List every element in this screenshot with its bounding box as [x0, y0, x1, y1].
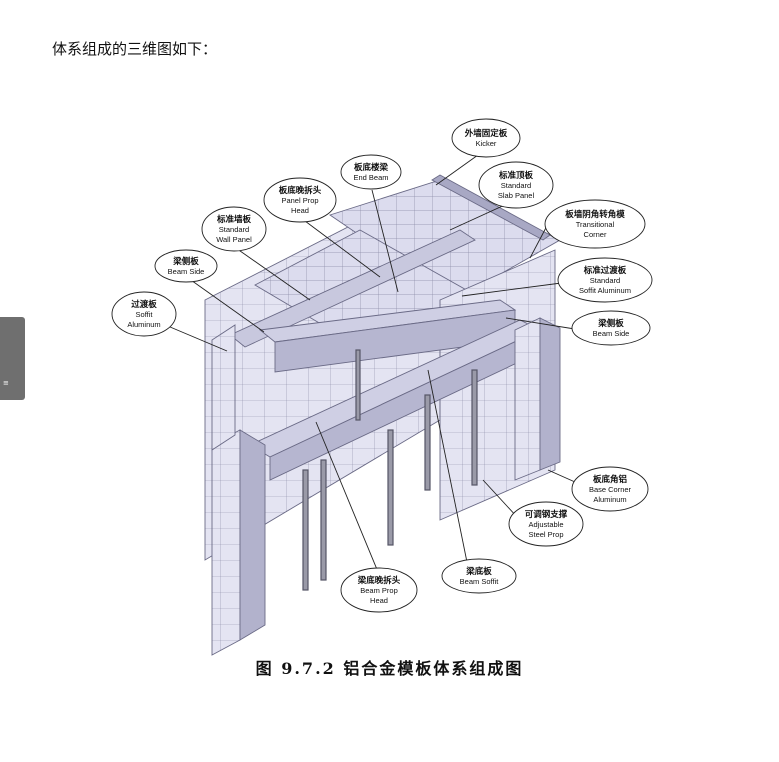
callout-bubble [478, 161, 554, 209]
prop [387, 429, 394, 546]
callout-label-en: Soffit [136, 310, 154, 319]
callout-label-zh: 板底楼梁 [354, 162, 389, 173]
callout-bubble [451, 118, 521, 158]
callout-label-zh: 板底晚拆头 [279, 185, 322, 196]
figure-caption: 图 9.7.2 铝合金模板体系组成图 [255, 659, 524, 678]
callout-label-en: Adjustable [528, 520, 563, 529]
callout-bubble [571, 466, 649, 512]
left-column-side [239, 429, 266, 641]
callout-label-zh: 标准顶板 [498, 170, 534, 181]
callout-label-en: Head [291, 206, 309, 215]
prop [471, 369, 478, 486]
callout-label-en: Soffit Aluminum [579, 286, 631, 295]
callout-label-zh: 可调钢支撑 [525, 509, 568, 520]
prop [424, 394, 431, 491]
end-beam-top [229, 229, 476, 348]
left-column-back [211, 324, 236, 451]
prop [355, 349, 361, 421]
callout-label-en: Standard [501, 181, 531, 190]
callout-label-en: Steel Prop [528, 530, 563, 539]
prop [302, 469, 309, 591]
callout-label-en: Base Corner [589, 485, 632, 494]
callout-label-en: Transitional [576, 220, 615, 229]
right-column-side [539, 317, 561, 471]
callout-bubble [571, 310, 651, 346]
callout-label-zh: 梁侧板 [597, 318, 624, 329]
callout-label-en: Beam Side [168, 267, 205, 276]
callout-label-en: Slab Panel [498, 191, 535, 200]
callout-bubble [201, 206, 267, 252]
callout-label-en: Standard [590, 276, 620, 285]
intro-text: 体系组成的三维图如下： [52, 40, 218, 58]
callout-bubble [111, 291, 177, 337]
callout-bubble [263, 177, 337, 223]
callout-bubble [557, 257, 653, 303]
callout-bubble [154, 249, 218, 283]
callout-label-en: Corner [584, 230, 607, 239]
callout-label-zh: 板墙阴角转角模 [565, 209, 625, 220]
right-column-front [514, 317, 541, 481]
callout-label-en: Standard [219, 225, 249, 234]
callout-label-zh: 标准过渡板 [583, 265, 627, 276]
callout-bubble [340, 154, 402, 190]
callout-label-en: Head [370, 596, 388, 605]
callout-label-zh: 梁底板 [465, 566, 492, 577]
callout-label-zh: 外墙固定板 [464, 128, 508, 139]
callout-label-en: End Beam [353, 173, 388, 182]
callout-label-zh: 梁侧板 [172, 256, 199, 267]
callout-bubble [508, 501, 584, 547]
leader-lines [143, 154, 585, 585]
callout-label-en: Aluminum [593, 495, 626, 504]
callout-label-en: Beam Soffit [460, 577, 500, 586]
callout-bubble [544, 199, 646, 249]
left-column-front [211, 429, 241, 656]
callout-label-zh: 过渡板 [131, 299, 157, 310]
callout-label-zh: 标准墙板 [216, 214, 252, 225]
side-tab: ≡ [0, 317, 25, 400]
callout-label-en: Beam Side [593, 329, 630, 338]
callout-label-en: Panel Prop [281, 196, 318, 205]
callout-label-en: Wall Panel [216, 235, 252, 244]
callout-bubble [340, 567, 418, 613]
callout-label-en: Beam Prop [360, 586, 398, 595]
callout-label-en: Kicker [476, 139, 497, 148]
callout-label-zh: 梁底晚拆头 [357, 575, 401, 586]
formwork-structure [204, 174, 561, 656]
callout-label-en: Aluminum [127, 320, 160, 329]
callout-bubble [441, 558, 517, 594]
prop [320, 459, 327, 581]
side-tab-mark: ≡ [3, 379, 9, 387]
steel-props [302, 349, 478, 591]
callout-label-zh: 板底角铝 [593, 474, 627, 485]
